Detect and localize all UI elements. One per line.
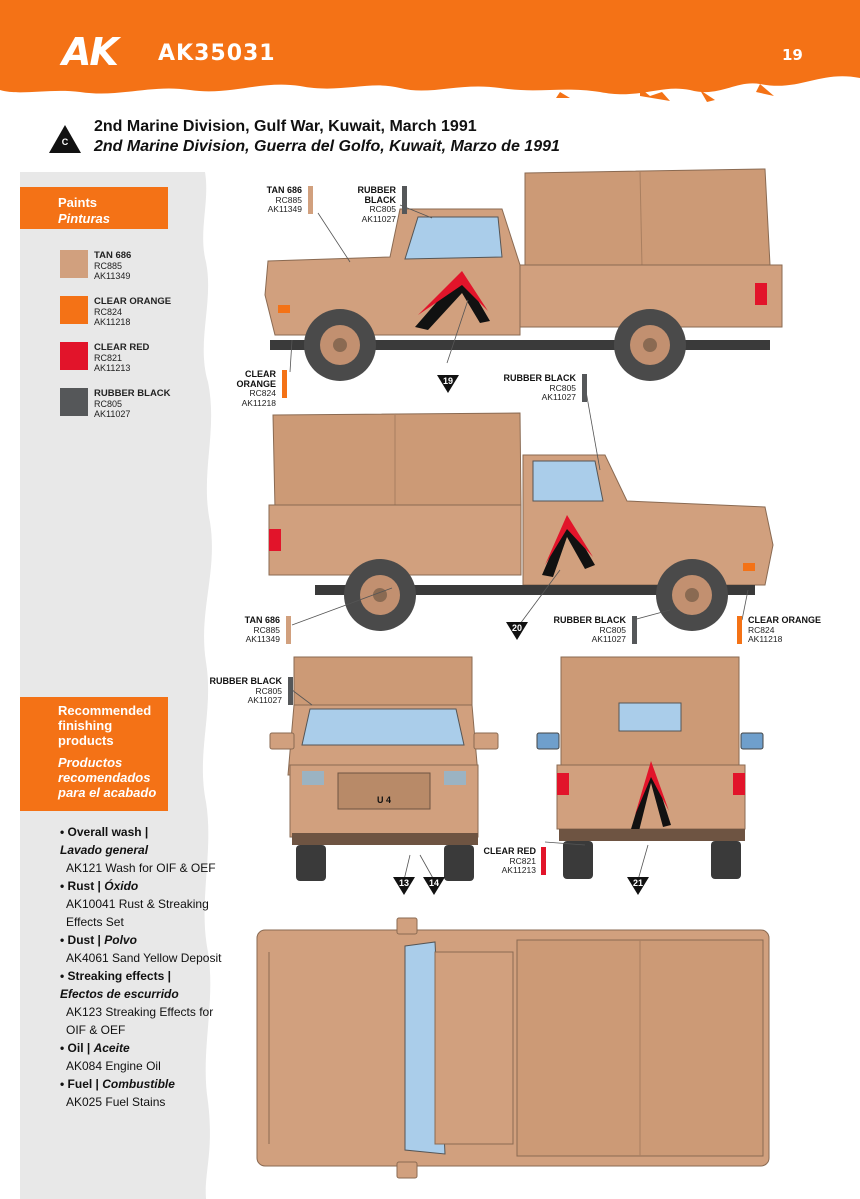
- sidebar-background: [20, 172, 212, 1199]
- callout-color-bar: [737, 616, 742, 644]
- scheme-badge: C: [48, 124, 82, 154]
- truck-left-side-view: [264, 168, 783, 381]
- paint-swatch-tan: [60, 250, 88, 278]
- svg-text:U 4: U 4: [377, 795, 391, 805]
- truck-rear-view: [536, 656, 764, 879]
- paints-header: Paints Pinturas: [20, 187, 168, 229]
- finishing-item: • Rust | Óxido AK10041 Rust & Streaking …: [60, 879, 209, 929]
- view-marker-14: 14: [423, 877, 445, 895]
- scheme-title-es: 2nd Marine Division, Guerra del Golfo, K…: [94, 138, 560, 155]
- callout-color-bar: [541, 847, 546, 875]
- truck-top-view: [256, 917, 770, 1179]
- truck-front-view: U 4: [269, 656, 499, 881]
- finishing-item: • Fuel | Combustible AK025 Fuel Stains: [60, 1077, 175, 1109]
- paint-swatch-rubber-black: [60, 388, 88, 416]
- page-number: 19: [782, 46, 803, 64]
- truck-right-side-view: [268, 412, 774, 631]
- product-code: AK35031: [158, 41, 276, 66]
- paints-title-es: Pinturas: [58, 211, 111, 226]
- finishing-list: • Overall wash | Lavado general AK121 Wa…: [60, 823, 222, 1111]
- scheme-title-en: 2nd Marine Division, Gulf War, Kuwait, M…: [94, 118, 477, 135]
- callout-color-bar: [282, 370, 287, 398]
- finishing-item: • Dust | Polvo AK4061 Sand Yellow Deposi…: [60, 933, 222, 965]
- paints-title-en: Paints: [58, 195, 98, 210]
- callout-color-bar: [582, 374, 587, 402]
- callout-color-bar: [632, 616, 637, 644]
- callout-color-bar: [308, 186, 313, 214]
- callout-color-bar: [286, 616, 291, 644]
- view-marker-19: 19: [437, 375, 459, 393]
- page-header-banner: [0, 0, 860, 102]
- scheme-letter: C: [61, 137, 69, 147]
- finishing-header: Recommended finishing products Productos…: [20, 697, 168, 811]
- finishing-title-es: Productos recomendados para el acabado: [58, 755, 157, 800]
- view-marker-13: 13: [393, 877, 415, 895]
- view-marker-20: 20: [506, 622, 528, 640]
- paint-swatch-clear-red: [60, 342, 88, 370]
- callout-color-bar: [402, 186, 407, 214]
- finishing-title-en: Recommended finishing products: [58, 703, 152, 748]
- view-marker-21: 21: [627, 877, 649, 895]
- callout-color-bar: [288, 677, 293, 705]
- finishing-item: • Oil | Aceite AK084 Engine Oil: [60, 1041, 161, 1073]
- paint-swatch-clear-orange: [60, 296, 88, 324]
- ak-logo: AK: [62, 30, 119, 74]
- finishing-item: • Overall wash | Lavado general AK121 Wa…: [60, 825, 216, 875]
- finishing-item: • Streaking effects | Efectos de escurri…: [60, 969, 214, 1037]
